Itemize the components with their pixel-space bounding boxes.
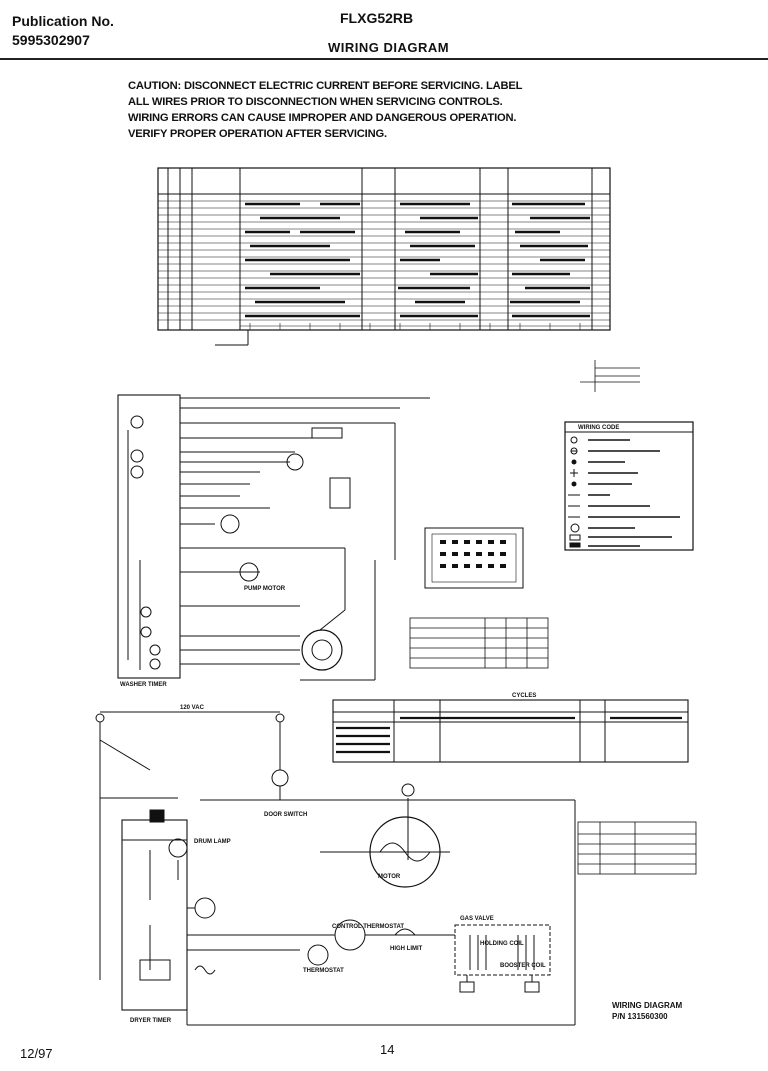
publication-block: Publication No. 5995302907 [12,12,114,50]
caution-line: WIRING ERRORS CAN CAUSE IMPROPER AND DAN… [128,112,517,124]
washer-schematic [117,394,430,681]
cycles-table [332,699,689,763]
holding-coil-label: HOLDING COIL [480,941,524,947]
model-number: FLXG52RB [340,10,414,26]
door-switch-label: DOOR SWITCH [264,812,307,818]
motor-label: MOTOR [378,874,401,880]
gas-valve-label: GAS VALVE [460,916,494,922]
high-limit-label: HIGH LIMIT [390,946,423,952]
selector-table [409,617,549,669]
page-title: WIRING DIAGRAM [328,40,450,55]
timer-sequence-chart [157,167,611,346]
publication-number: 5995302907 [12,32,90,48]
caption-title: WIRING DIAGRAM [612,1001,683,1010]
dryer-schematic [95,711,576,1026]
publication-label: Publication No. [12,13,114,29]
drum-lamp-label: DRUM LAMP [194,839,231,845]
footer-date: 12/97 [20,1046,53,1061]
dryer-timer-label: DRYER TIMER [130,1018,172,1024]
pump-motor-label: PUMP MOTOR [244,586,286,592]
connector-block [424,527,524,589]
thermostat-label: THERMOSTAT [303,968,344,974]
caution-line: ALL WIRES PRIOR TO DISCONNECTION WHEN SE… [128,96,503,108]
wiring-code-legend [564,421,694,551]
caption-part-number: P/N 131560300 [612,1012,668,1021]
caution-line: VERIFY PROPER OPERATION AFTER SERVICING. [128,128,387,140]
washer-timer-label: WASHER TIMER [120,682,167,688]
diagram-caption: WIRING DIAGRAM P/N 131560300 [612,1000,682,1022]
header-rule [0,58,768,60]
wiring-code-title: WIRING CODE [578,425,619,431]
wire-size-table [577,821,697,875]
page-number: 14 [380,1042,395,1057]
spray-detail [580,360,640,392]
cycles-title: CYCLES [512,693,536,699]
caution-line: CAUTION: DISCONNECT ELECTRIC CURRENT BEF… [128,80,523,92]
caution-notice: CAUTION: DISCONNECT ELECTRIC CURRENT BEF… [128,78,548,142]
booster-coil-label: BOOSTER COIL [500,963,546,969]
control-thermostat-label: CONTROL THERMOSTAT [332,924,404,930]
supply-voltage: 120 VAC [180,705,205,711]
